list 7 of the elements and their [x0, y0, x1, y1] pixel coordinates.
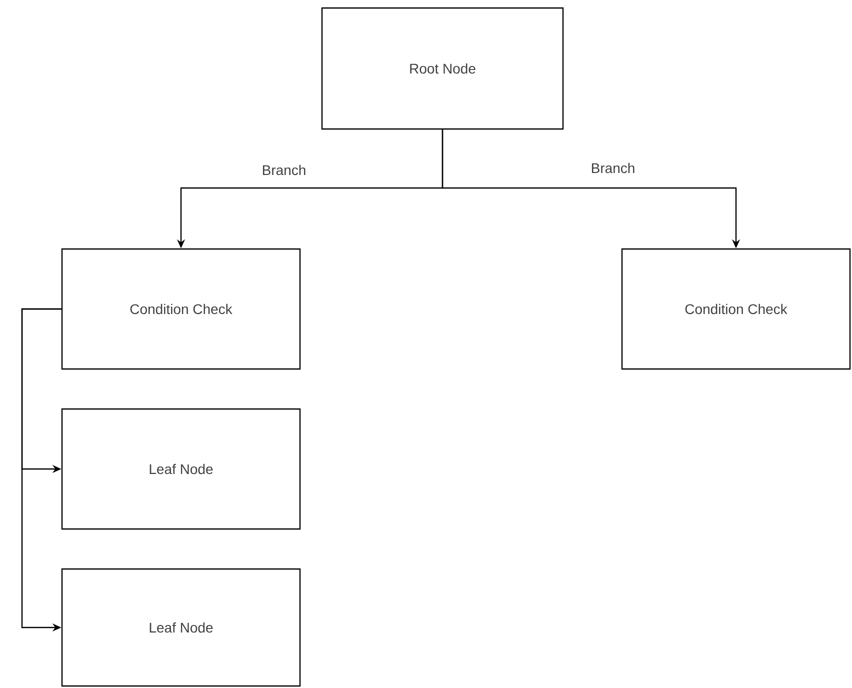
- tree-node-box: Condition Check: [621, 248, 851, 370]
- edge-label: Branch: [260, 164, 308, 176]
- tree-node-box: Leaf Node: [61, 568, 301, 687]
- tree-node-box: Root Node: [321, 7, 564, 130]
- tree-node-box: Condition Check: [61, 248, 301, 370]
- edge-label: Branch: [590, 162, 636, 174]
- tree-node-box: Leaf Node: [61, 408, 301, 530]
